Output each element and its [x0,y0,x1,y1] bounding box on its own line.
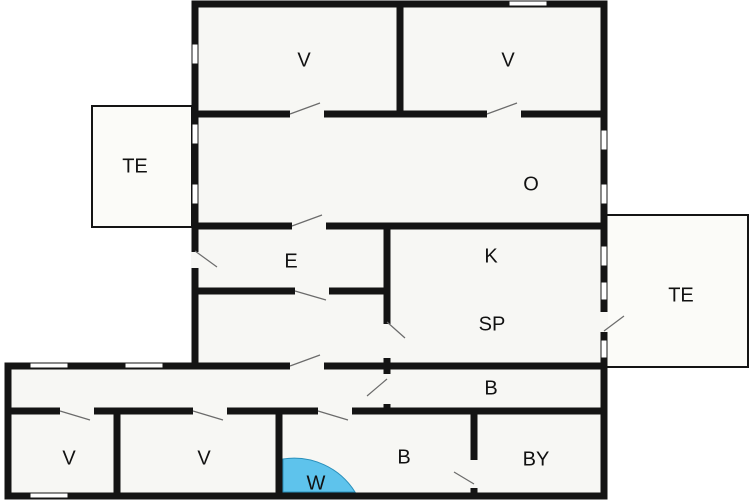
door-gap [295,287,329,295]
west-wing-floor [8,365,198,497]
door-swing [603,315,625,332]
door-swing [294,290,327,301]
door-swings [59,102,625,485]
window [191,43,199,65]
door-gap [290,110,324,118]
terrace-left-floor [91,105,193,228]
door-swing [386,321,406,339]
door-swing [366,378,388,397]
room-label-terrace-right: TE [668,284,694,306]
washer-icon [282,457,356,493]
door-swing [317,410,349,421]
room-label-kitchen: K [484,245,498,267]
window [600,183,608,205]
window [191,183,199,205]
window [29,362,69,369]
door-gap [60,407,94,415]
room-label-washer: W [307,472,326,494]
door-gap [487,110,521,118]
room-label-bath-lower: B [397,446,410,468]
door-gap [470,460,478,488]
room-label-living-room: O [523,173,539,195]
door-swing [291,214,323,227]
room-labels: V V TE O E K SP TE B V V B BY W [62,49,693,494]
window [600,245,608,267]
door-swing [59,410,91,421]
door-gap [193,407,227,415]
room-label-terrace-left: TE [122,155,148,177]
room-label-bedroom-bottom-2: V [197,447,211,469]
door-swing [194,250,218,268]
door-swing [289,354,321,367]
room-label-bedroom-top-right: V [501,49,515,71]
window [29,492,69,499]
door-gap [191,252,199,268]
window [600,339,608,359]
door-gap [290,362,324,370]
room-label-bedroom-bottom-1: V [62,447,76,469]
room-label-dining: SP [479,313,506,335]
windows [29,0,608,499]
window [191,123,199,145]
window [600,129,608,151]
door-swing [192,410,224,421]
door-gap [318,407,352,415]
door-gap [383,324,391,358]
door-swing [453,471,475,485]
door-gap [600,312,608,332]
room-label-bedroom-top-left: V [297,49,311,71]
room-label-utility: BY [523,448,550,470]
room-label-bath-upper: B [484,377,497,399]
window [124,362,164,369]
terrace-right-floor [605,214,749,368]
door-gap [292,222,326,230]
door-openings [60,110,608,488]
window [508,0,548,7]
door-swing [486,102,518,115]
room-label-entrance: E [284,250,297,272]
door-swing [289,102,321,115]
window [600,281,608,301]
door-gap [383,374,391,404]
